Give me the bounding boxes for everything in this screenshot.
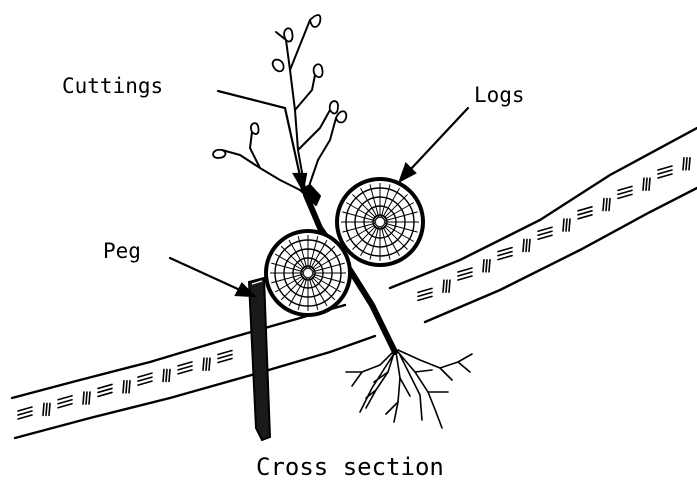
soil-hatch-mark [138, 381, 152, 385]
soil-hatch-mark [49, 403, 50, 415]
soil-hatch-mark [18, 407, 32, 411]
soil-hatch-mark [98, 392, 112, 396]
soil-hatch-mark [449, 280, 450, 292]
peg [249, 278, 270, 440]
soil-hatch-mark [618, 190, 632, 194]
soil-hatch-mark [98, 384, 112, 388]
soil-hatch-mark [603, 199, 604, 211]
soil-hatch-mark [643, 178, 644, 190]
logs-label: Logs [474, 85, 525, 106]
soil-hatch-mark [126, 381, 127, 393]
soil-hatch-mark [498, 248, 512, 252]
soil-hatch-mark [618, 186, 632, 190]
peg-label: Peg [103, 241, 141, 262]
soil-hatch-mark [569, 219, 570, 231]
slope-surface [12, 128, 697, 438]
soil-hatch-mark [18, 415, 32, 419]
soil-hatch-mark [129, 381, 130, 393]
soil-hatch-mark [686, 158, 687, 170]
soil-hatch-mark [498, 256, 512, 260]
soil-hatch-mark [218, 355, 232, 359]
soil-hatch-mark [649, 178, 650, 190]
soil-hatch-mark [646, 178, 647, 190]
log-lower [266, 231, 350, 315]
soil-hatch-mark [203, 358, 204, 370]
soil-hatch-mark [218, 359, 232, 363]
soil-hatch-mark [486, 260, 487, 272]
soil-hatch-mark [578, 215, 592, 219]
soil-hatch-mark [178, 362, 192, 366]
soil-hatch-mark [123, 381, 124, 393]
diagram-caption: Cross section [256, 455, 444, 479]
soil-hatch-mark [458, 276, 472, 280]
soil-hatch-mark [523, 239, 524, 251]
cuttings-arrow [218, 91, 306, 190]
soil-hatch-mark [43, 403, 44, 415]
soil-hatch-mark [18, 411, 32, 415]
soil-hatch-mark [58, 396, 72, 400]
soil-hatch-mark [218, 351, 232, 355]
soil-hatch-mark [658, 174, 672, 178]
soil-hatch-mark [529, 239, 530, 251]
soil-hatch-mark [538, 231, 552, 235]
soil-hatch-mark [443, 280, 444, 292]
soil-hatch-mark [683, 158, 684, 170]
soil-hatch-mark [618, 194, 632, 198]
soil-hatch-mark [566, 219, 567, 231]
soil-hatch-mark [526, 239, 527, 251]
soil-hatch-mark [166, 369, 167, 381]
soil-hatch-mark [446, 280, 447, 292]
soil-hatch-mark [458, 268, 472, 272]
soil-hatch-mark [606, 199, 607, 211]
soil-hatch-mark [578, 211, 592, 215]
soil-hatch-mark [98, 388, 112, 392]
soil-hatch-mark [658, 166, 672, 170]
soil-hatch-mark [178, 366, 192, 370]
soil-hatch-mark [46, 403, 47, 415]
soil-hatch-mark [83, 392, 84, 404]
soil-hatch-mark [138, 377, 152, 381]
peg-arrow [170, 258, 254, 296]
soil-hatch-mark [418, 288, 432, 292]
soil-hatch-mark [538, 227, 552, 231]
soil-hatch-mark [138, 373, 152, 377]
soil-hatch-mark [418, 296, 432, 300]
soil-hatch-mark [89, 392, 90, 404]
soil-hatch-mark [178, 370, 192, 374]
soil-hatch-mark [418, 292, 432, 296]
soil-hatch-mark [489, 260, 490, 272]
soil-hatch-mark [163, 369, 164, 381]
soil-hatch-mark [578, 207, 592, 211]
soil-hatch-mark [483, 260, 484, 272]
soil-hatch-mark [458, 272, 472, 276]
soil-hatch-mark [86, 392, 87, 404]
soil-hatch-mark [58, 404, 72, 408]
logs-arrow [400, 108, 468, 181]
soil-hatch-mark [538, 235, 552, 239]
soil-hatch-mark [206, 358, 207, 370]
soil-hatch-mark [58, 400, 72, 404]
soil-hatch-mark [609, 199, 610, 211]
soil-hatch-mark [498, 252, 512, 256]
log-upper [337, 179, 423, 265]
soil-hatch-mark [209, 358, 210, 370]
soil-hatch-mark [169, 369, 170, 381]
cuttings-label: Cuttings [62, 76, 163, 97]
leaves [213, 15, 346, 158]
soil-hatch-mark [689, 158, 690, 170]
roots [346, 350, 472, 428]
soil-hatch-mark [658, 170, 672, 174]
soil-hatch-mark [563, 219, 564, 231]
